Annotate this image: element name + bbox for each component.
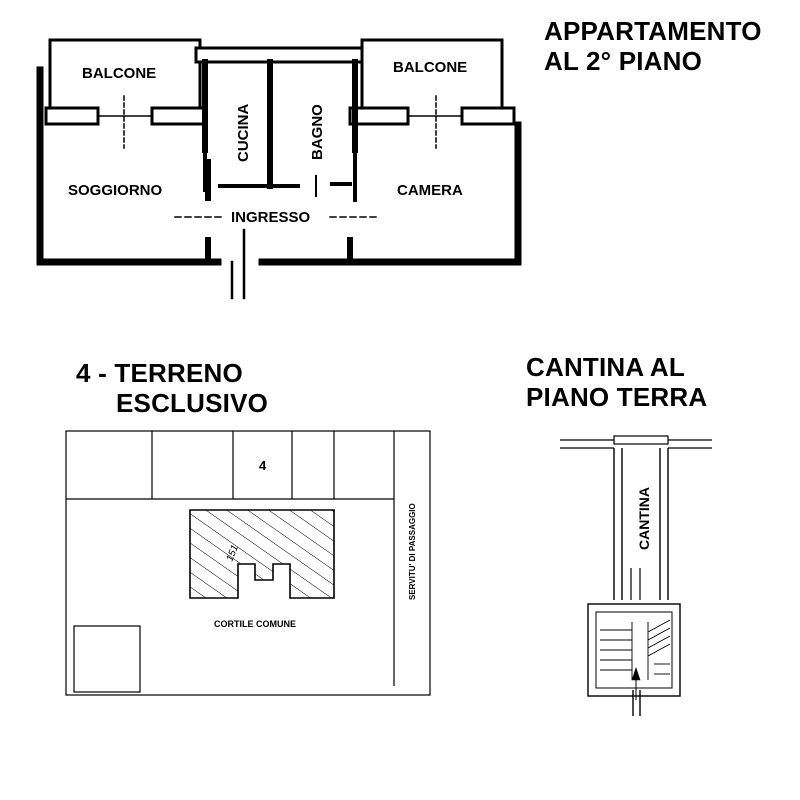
apartment-heading-line-1: APPARTAMENTO [544, 16, 762, 46]
balcony-left-outline [48, 38, 202, 112]
room-label-bagno: BAGNO [309, 104, 326, 160]
land-heading-line-1: 4 - TERRENO [76, 358, 243, 388]
land-boundary [65, 430, 431, 696]
cellar-left-wall [613, 448, 623, 600]
room-label-cantina: CANTINA [636, 487, 652, 550]
plot-number-label: 4 [259, 458, 267, 473]
land-heading: 4 - TERRENO ESCLUSIVO [76, 358, 268, 418]
room-label-balcone-right: BALCONE [393, 59, 467, 76]
cellar-heading-line-2: PIANO TERRA [526, 382, 708, 412]
apartment-heading: APPARTAMENTO AL 2° PIANO [544, 16, 762, 76]
cellar-heading: CANTINA AL PIANO TERRA [526, 352, 707, 412]
stair-direction-arrow-icon [631, 667, 641, 681]
room-label-camera: CAMERA [397, 182, 463, 199]
central-top-wall [194, 46, 364, 64]
room-label-ingresso: INGRESSO [231, 209, 311, 226]
stair-treads [600, 619, 671, 680]
easement-label: SERVITU' DI PASSAGGIO [408, 503, 417, 600]
apartment-heading-line-2: AL 2° PIANO [544, 46, 703, 76]
room-label-soggiorno: SOGGIORNO [68, 182, 163, 199]
bottom-left-lot [73, 625, 141, 693]
room-label-balcone-left: BALCONE [82, 65, 156, 82]
cellar-heading-line-1: CANTINA AL [526, 352, 685, 382]
land-heading-line-2: ESCLUSIVO [116, 388, 269, 418]
stair-block [587, 603, 681, 697]
room-label-cucina: CUCINA [235, 104, 252, 162]
cellar-right-wall [659, 448, 669, 600]
building-footprint-hatched [189, 509, 335, 599]
courtyard-label: CORTILE COMUNE [214, 619, 296, 629]
apartment-outer-wall-left [36, 66, 222, 266]
